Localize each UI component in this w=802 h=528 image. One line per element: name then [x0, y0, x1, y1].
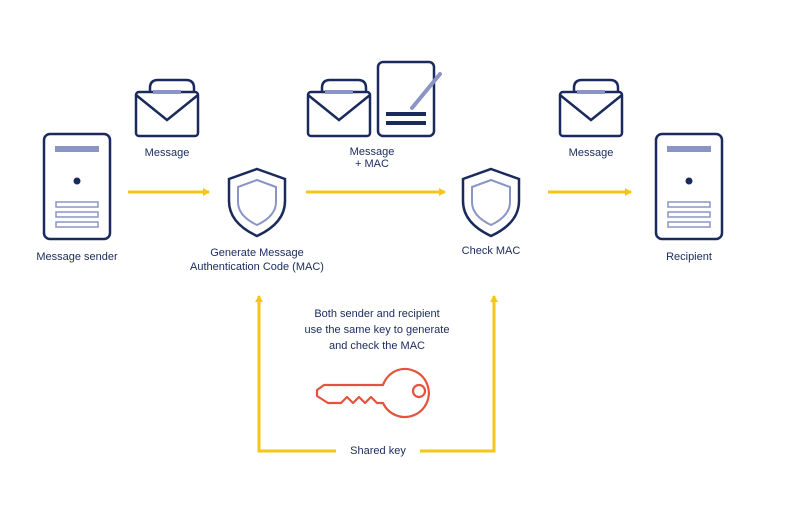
message-label-1: Message	[144, 147, 190, 159]
recipient-server-icon	[654, 132, 724, 241]
recipient-label: Recipient	[666, 251, 712, 263]
shared-key-line-right	[420, 295, 498, 453]
note-line1: Both sender and recipient	[314, 308, 440, 320]
generate-shield-icon	[227, 167, 287, 238]
message-label-3: Message	[568, 147, 614, 159]
message-mac-label: Message + MAC	[332, 146, 412, 170]
generate-line2: Authentication Code (MAC)	[190, 261, 324, 273]
message-mac-line1: Message	[349, 146, 395, 158]
note-line3: and check the MAC	[329, 340, 425, 352]
generate-mac-label: Generate Message Authentication Code (MA…	[167, 246, 347, 274]
envelope-icon-3	[558, 78, 624, 138]
shared-key-label: Shared key	[350, 445, 406, 457]
sender-label: Message sender	[36, 251, 118, 263]
message-mac-line2: + MAC	[355, 158, 389, 170]
note-line2: use the same key to generate	[304, 324, 450, 336]
check-mac-label: Check MAC	[461, 245, 521, 257]
key-icon	[315, 367, 430, 419]
sender-server-icon	[42, 132, 112, 241]
generate-line1: Generate Message	[210, 247, 304, 259]
shared-key-line-left	[255, 295, 336, 453]
check-shield-icon	[461, 167, 521, 238]
shared-key-note: Both sender and recipient use the same k…	[277, 306, 477, 354]
envelope-icon-2	[306, 78, 372, 138]
envelope-icon-1	[134, 78, 200, 138]
document-pen-icon	[376, 60, 442, 138]
